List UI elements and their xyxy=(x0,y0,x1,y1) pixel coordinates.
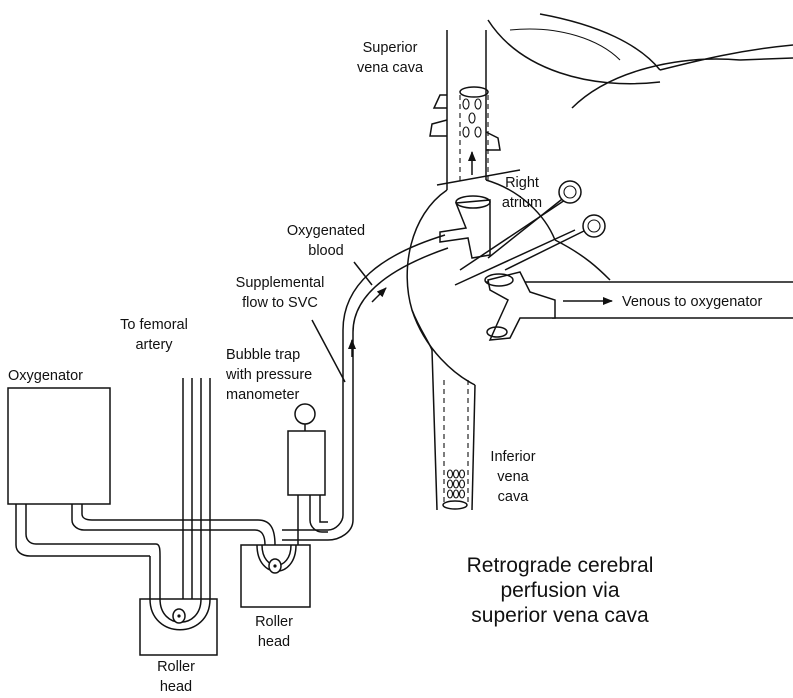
title-line: superior vena cava xyxy=(471,604,649,627)
bubble-trap xyxy=(287,403,328,555)
label-venous-to-oxygenator: Venous to oxygenator xyxy=(622,292,762,312)
label-line: Inferior xyxy=(490,449,536,465)
label-line: Roller xyxy=(157,659,195,675)
label-superior-vena-cava: Superior vena cava xyxy=(345,38,435,78)
title-line: Retrograde cerebral xyxy=(466,554,654,577)
ivc-cannula-holes xyxy=(446,469,466,499)
oxygenator-tubing xyxy=(15,504,276,600)
label-roller-head-bottom: Roller head xyxy=(148,657,204,697)
aortic-arch-outline xyxy=(487,13,793,109)
label-line: Supplemental xyxy=(235,275,325,291)
inferior-vena-cava-vessel xyxy=(442,380,469,510)
label-line: Superior xyxy=(362,40,418,56)
label-oxygenator: Oxygenator xyxy=(8,366,83,386)
label-supplemental-flow: Supplemental flow to SVC xyxy=(230,273,330,313)
label-line: Oxygenator xyxy=(8,368,83,384)
title-line: perfusion via xyxy=(500,579,620,602)
label-roller-head-right: Roller head xyxy=(246,612,302,652)
label-line: atrium xyxy=(501,195,543,211)
label-line: Oxygenated xyxy=(286,223,366,239)
supplemental-flow-line xyxy=(282,400,354,541)
label-line: flow to SVC xyxy=(242,295,318,311)
venous-return-tubing xyxy=(484,271,793,341)
label-line: vena xyxy=(497,469,529,485)
roller-head-bottom xyxy=(139,598,218,656)
label-inferior-vena-cava: Inferior vena cava xyxy=(483,447,543,507)
svc-cannula-holes xyxy=(462,98,482,138)
label-line: with pressure xyxy=(226,367,313,383)
label-line: Right xyxy=(505,175,539,191)
oxygenator-box xyxy=(7,387,111,505)
label-oxygenated-blood: Oxygenated blood xyxy=(278,221,374,261)
label-line: manometer xyxy=(226,387,300,403)
label-line: Roller xyxy=(255,614,293,630)
diagram-title: Retrograde cerebral perfusion via superi… xyxy=(445,553,675,628)
right-atrium-body xyxy=(406,169,611,511)
label-line: Venous to oxygenator xyxy=(622,294,763,310)
label-line: head xyxy=(159,679,193,695)
label-line: vena cava xyxy=(356,60,424,76)
label-right-atrium: Right atrium xyxy=(493,173,551,213)
superior-vena-cava-vessel xyxy=(429,30,501,190)
label-line: blood xyxy=(308,243,344,259)
atrial-cannula xyxy=(439,195,491,259)
label-line: To femoral xyxy=(120,317,188,333)
label-line: cava xyxy=(497,489,529,505)
label-line: artery xyxy=(135,337,173,353)
label-bubble-trap: Bubble trap with pressure manometer xyxy=(226,345,312,405)
label-to-femoral-artery: To femoral artery xyxy=(106,315,202,355)
label-line: head xyxy=(257,634,291,650)
femoral-artery-line xyxy=(182,378,211,613)
label-line: Bubble trap xyxy=(226,347,301,363)
roller-head-right xyxy=(240,544,311,608)
vessel-clamps xyxy=(454,180,606,286)
label-pointers xyxy=(311,261,373,383)
